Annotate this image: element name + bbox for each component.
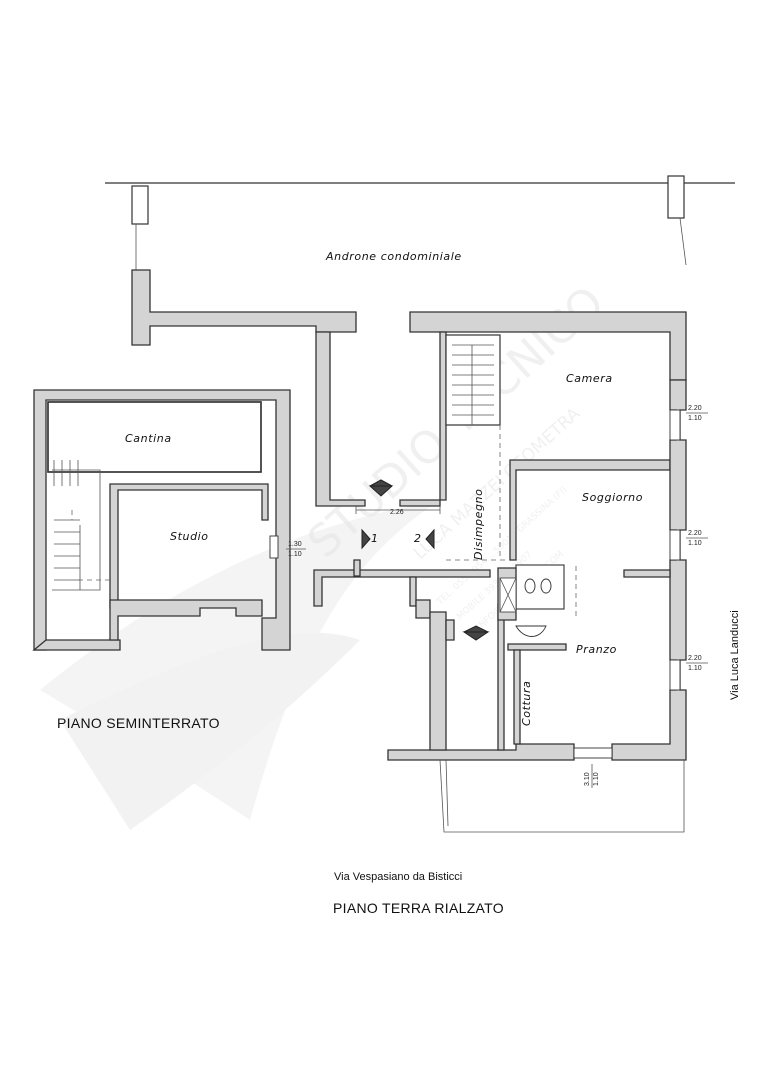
dim-camera-window-height: 1.10 [688, 415, 702, 422]
room-label-disimpegno: Disimpegno [472, 489, 485, 560]
dim-bottom-window-height: 1.10 [593, 772, 600, 786]
dim-entrance: 2.26 [390, 509, 404, 516]
dim-bottom-window-width: 3.10 [584, 772, 591, 786]
marker-2: 2 [414, 532, 422, 545]
room-label-cottura: Cottura [520, 681, 533, 726]
room-label-androne: Androne condominiale [325, 250, 462, 263]
dim-studio-window-height: 1.10 [288, 551, 302, 558]
street-right: Via Luca Landucci [729, 610, 741, 700]
room-label-cantina: Cantina [125, 432, 172, 445]
room-label-pranzo: Pranzo [576, 643, 617, 656]
basement-plan [32, 389, 291, 651]
dim-soggiorno-window-width: 2.20 [688, 530, 702, 537]
marker-1: 1 [371, 532, 379, 545]
room-label-studio: Studio [170, 530, 209, 543]
room-label-soggiorno: Soggiorno [582, 491, 643, 504]
dim-pranzo-window-height: 1.10 [688, 665, 702, 672]
dim-soggiorno-window-height: 1.10 [688, 540, 702, 547]
dim-studio-window-width: 1.30 [288, 541, 302, 548]
room-label-camera: Camera [566, 372, 613, 385]
dim-camera-window-width: 2.20 [688, 405, 702, 412]
floor-label-raised-ground: PIANO TERRA RIALZATO [333, 900, 504, 916]
ground-floor-plan [105, 175, 735, 833]
dim-pranzo-window-width: 2.20 [688, 655, 702, 662]
street-bottom: Via Vespasiano da Bisticci [334, 871, 462, 883]
floor-label-basement: PIANO SEMINTERRATO [57, 715, 220, 731]
